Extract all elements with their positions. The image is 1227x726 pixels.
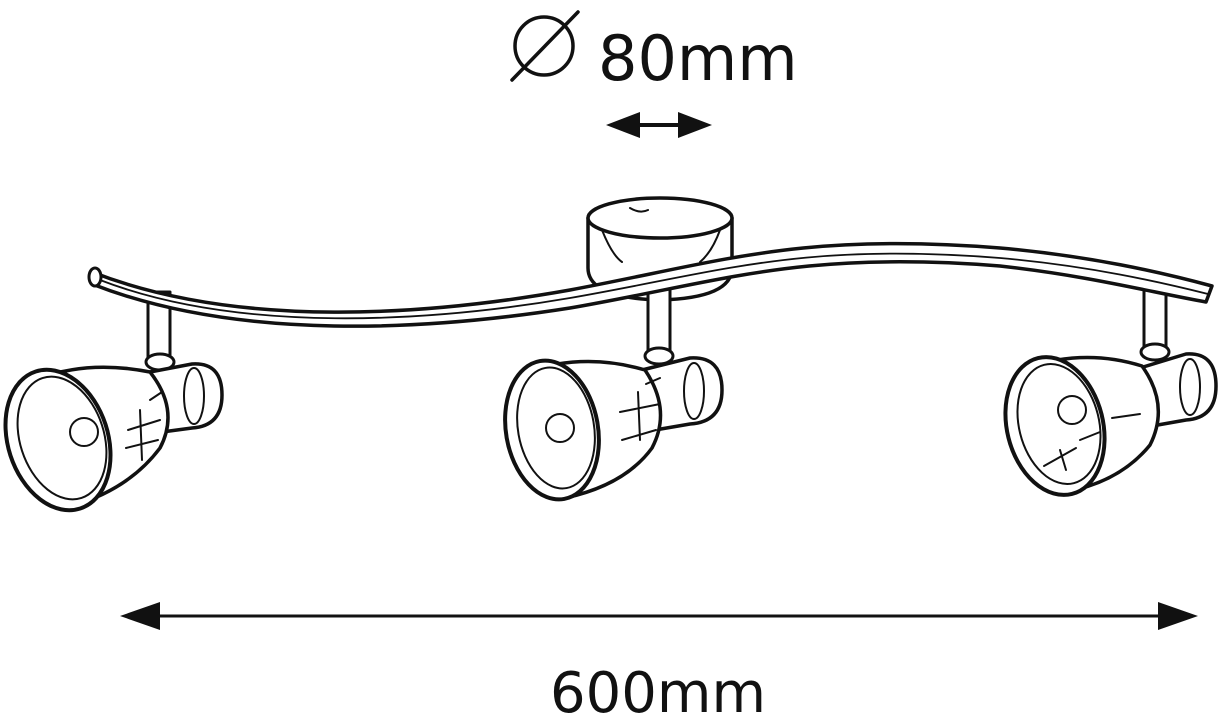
total-length-arrow bbox=[120, 602, 1198, 630]
canopy-diameter-value: 80mm bbox=[598, 22, 798, 95]
spot-joint-right bbox=[1139, 342, 1171, 362]
spotlight-head-left bbox=[3, 352, 224, 513]
total-length-value: 600mm bbox=[550, 661, 766, 726]
canopy-dimension-arrow bbox=[606, 112, 712, 138]
wavy-mounting-bar bbox=[87, 241, 1214, 328]
diameter-symbol-icon bbox=[510, 10, 580, 82]
spotlight-head-right bbox=[1003, 342, 1218, 497]
spotlight-head-center bbox=[503, 346, 724, 502]
canopy-diameter-label: 80mm bbox=[510, 10, 798, 95]
